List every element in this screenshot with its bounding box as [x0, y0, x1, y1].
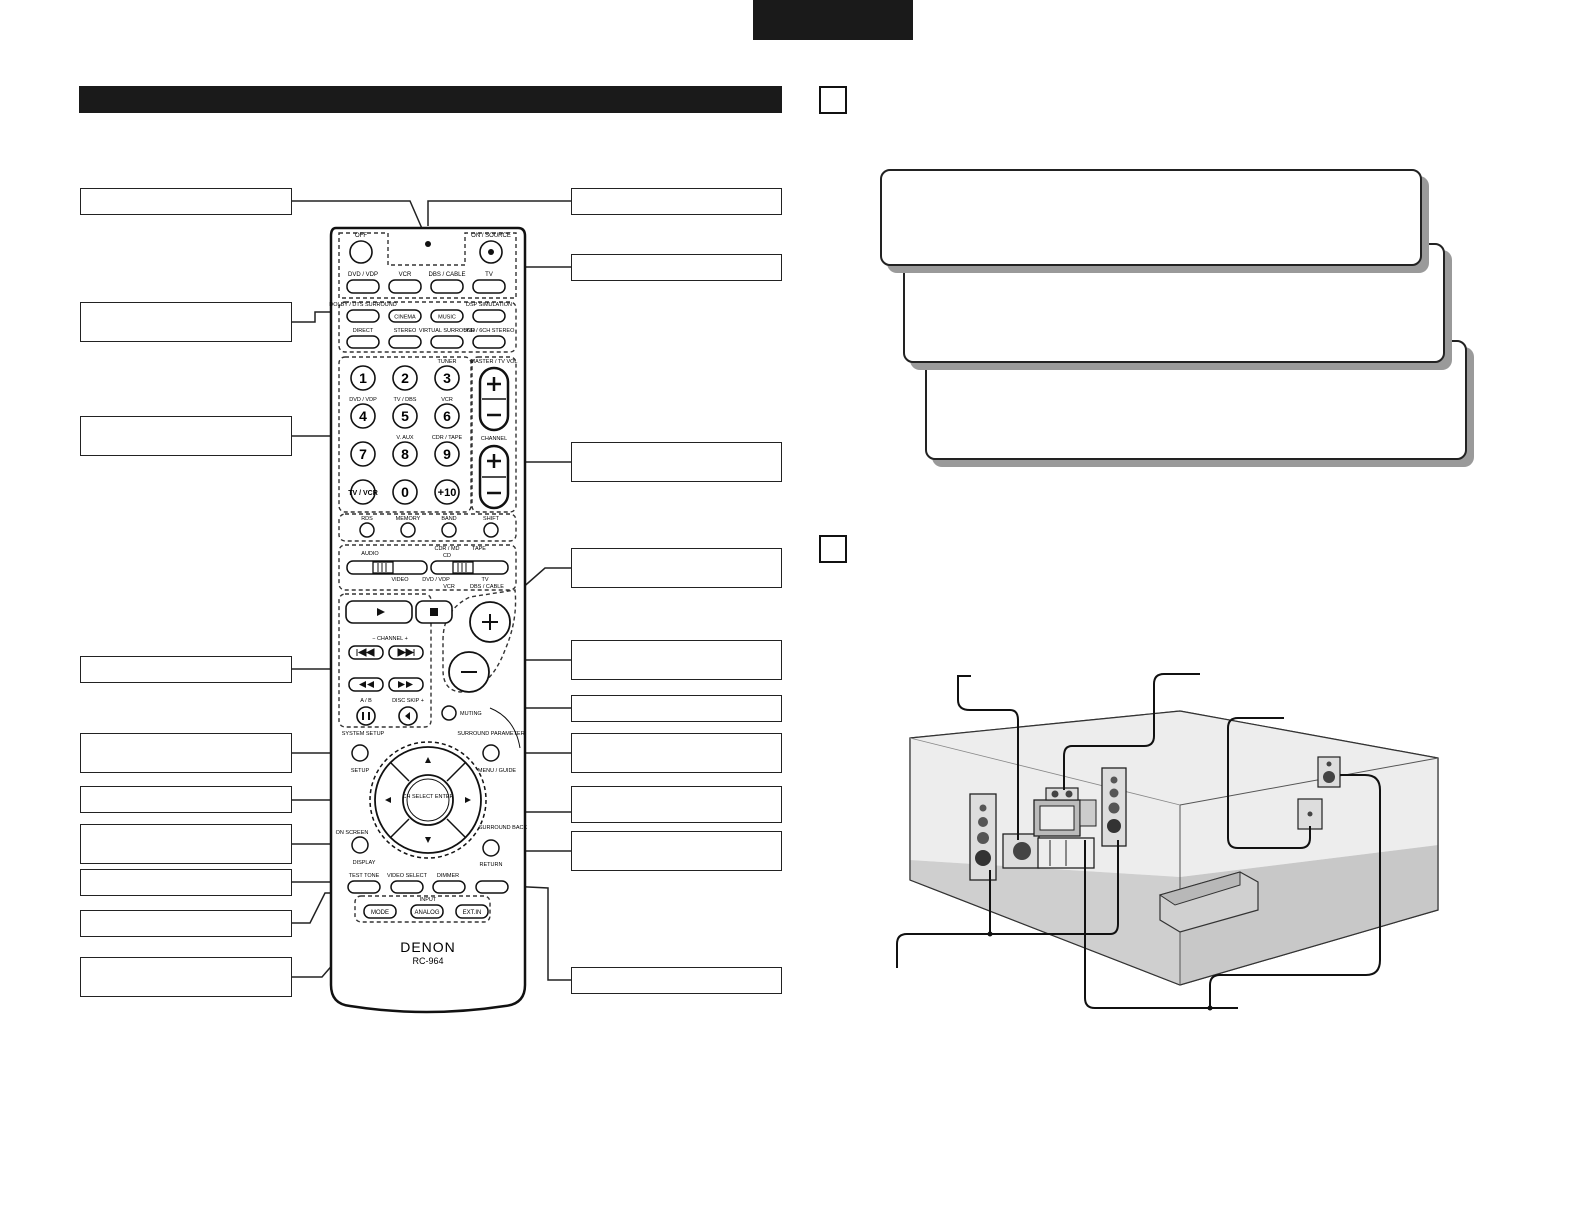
ext-in-label: EXT.IN: [463, 910, 482, 916]
callout-input-mode: [80, 957, 292, 997]
surround-parameter-label: SURROUND PARAMETER: [457, 731, 524, 737]
surround-back-label: SURROUND BACK: [479, 825, 528, 831]
callout-muting: [571, 695, 782, 722]
callout-volume-channel: [571, 442, 782, 482]
channel-pm-label: − CHANNEL +: [372, 636, 408, 642]
digit-5: 5: [401, 408, 409, 424]
digit-8: 8: [401, 446, 409, 462]
dimmer-label: DIMMER: [437, 873, 459, 879]
callout-surround-back: [571, 831, 782, 871]
callout-input-source: [571, 254, 782, 281]
input-label: INPUT: [420, 897, 437, 903]
cdr-md-label: CDR / MD: [434, 546, 459, 552]
setup-label: SETUP: [351, 768, 370, 774]
num-dvd-label: DVD / VDP: [349, 397, 377, 403]
callout-number-buttons: [80, 416, 292, 456]
on-screen-label: ON SCREEN: [336, 830, 369, 836]
surround-label: DOLBY / DTS SURROUND: [329, 302, 396, 308]
shift-label: SHIFT: [483, 516, 500, 522]
callout-mode-selector: [571, 548, 782, 588]
sel-dbs-label: DBS / CABLE: [470, 584, 504, 590]
ch-select-enter-label: CH SELECT ENTER: [403, 794, 454, 800]
sel-tv-label: TV: [481, 577, 488, 583]
callout-dimmer: [571, 967, 782, 994]
tape-label: TAPE: [472, 546, 486, 552]
info-panel-1: [880, 169, 1422, 266]
off-label: OFF: [355, 233, 367, 239]
plus10-button-label: +10: [438, 487, 457, 499]
callout-power: [571, 188, 782, 215]
num-tv-dbs-label: TV / DBS: [394, 397, 417, 403]
on-source-label: ON / SOURCE: [471, 233, 511, 239]
sel-vcr-label: VCR: [443, 584, 455, 590]
video-label: VIDEO: [391, 577, 409, 583]
dbs-cable-label: DBS / CABLE: [428, 272, 465, 278]
system-setup-label: SYSTEM SETUP: [342, 731, 385, 737]
callout-surround-modes: [80, 302, 292, 342]
callout-master-volume: [571, 640, 782, 680]
menu-guide-label: MENU / GUIDE: [478, 768, 517, 774]
ab-label: A / B: [360, 698, 372, 704]
callout-system-setup: [80, 733, 292, 773]
num-vaux-label: V. AUX: [396, 435, 414, 441]
digit-6: 6: [443, 408, 451, 424]
dvd-vdp-label: DVD / VDP: [348, 272, 378, 278]
digit-2: 2: [401, 370, 409, 386]
tv-vcr-button-label: TV / VCR: [348, 490, 378, 497]
muting-label: MUTING: [460, 711, 482, 717]
callout-video-select: [80, 910, 292, 937]
tuner-label: TUNER: [438, 359, 457, 365]
model-number: RC-964: [412, 956, 443, 966]
virtual-surround-label: VIRTUAL SURROUND: [419, 328, 475, 334]
num-cdr-tape-label: CDR / TAPE: [432, 435, 463, 441]
display-label: DISPLAY: [353, 860, 376, 866]
num-vcr-label: VCR: [441, 397, 453, 403]
callout-surround-parameter: [571, 733, 782, 773]
test-tone-label: TEST TONE: [349, 873, 380, 879]
callout-on-screen: [80, 824, 292, 864]
rds-label: RDS: [361, 516, 373, 522]
cinema-label: CINEMA: [394, 315, 416, 321]
callout-system-buttons: [80, 656, 292, 683]
sel-dvd-label: DVD / VDP: [422, 577, 450, 583]
mode-label: MODE: [371, 910, 389, 916]
callout-test-tone: [80, 869, 292, 896]
band-label: BAND: [441, 516, 456, 522]
digit-1: 1: [359, 370, 367, 386]
digit-4: 4: [359, 408, 367, 424]
dsp-simulation-label: DSP SIMULATION: [466, 302, 512, 308]
master-tv-vol-label: MASTER / TV VOL: [471, 359, 518, 365]
section-title-bar: [79, 86, 782, 113]
stereo-label: STEREO: [394, 328, 417, 334]
analog-label: ANALOG: [414, 910, 439, 916]
return-label: RETURN: [480, 862, 503, 868]
music-label: MUSIC: [438, 315, 456, 321]
direct-label: DIRECT: [353, 328, 374, 334]
vcr-label: VCR: [399, 272, 412, 278]
video-select-label: VIDEO SELECT: [387, 873, 428, 879]
disc-skip-label: DISC SKIP +: [392, 698, 424, 704]
section-marker-1: [819, 86, 847, 114]
memory-label: MEMORY: [396, 516, 421, 522]
cd-label: CD: [443, 553, 451, 559]
channel-label: CHANNEL: [481, 436, 507, 442]
digit-0: 0: [401, 484, 409, 500]
brand-logo: DENON: [400, 939, 456, 955]
digit-9: 9: [443, 446, 451, 462]
page-header-tab: [753, 0, 913, 40]
audio-label: AUDIO: [361, 551, 379, 557]
callout-enter: [571, 786, 782, 823]
callout-cursor: [80, 786, 292, 813]
tv-label: TV: [485, 272, 493, 278]
digit-3: 3: [443, 370, 451, 386]
multi-stereo-label: 5CH / 6CH STEREO: [464, 328, 515, 334]
section-marker-2: [819, 535, 847, 563]
callout-remote-sensor: [80, 188, 292, 215]
digit-7: 7: [359, 446, 367, 462]
